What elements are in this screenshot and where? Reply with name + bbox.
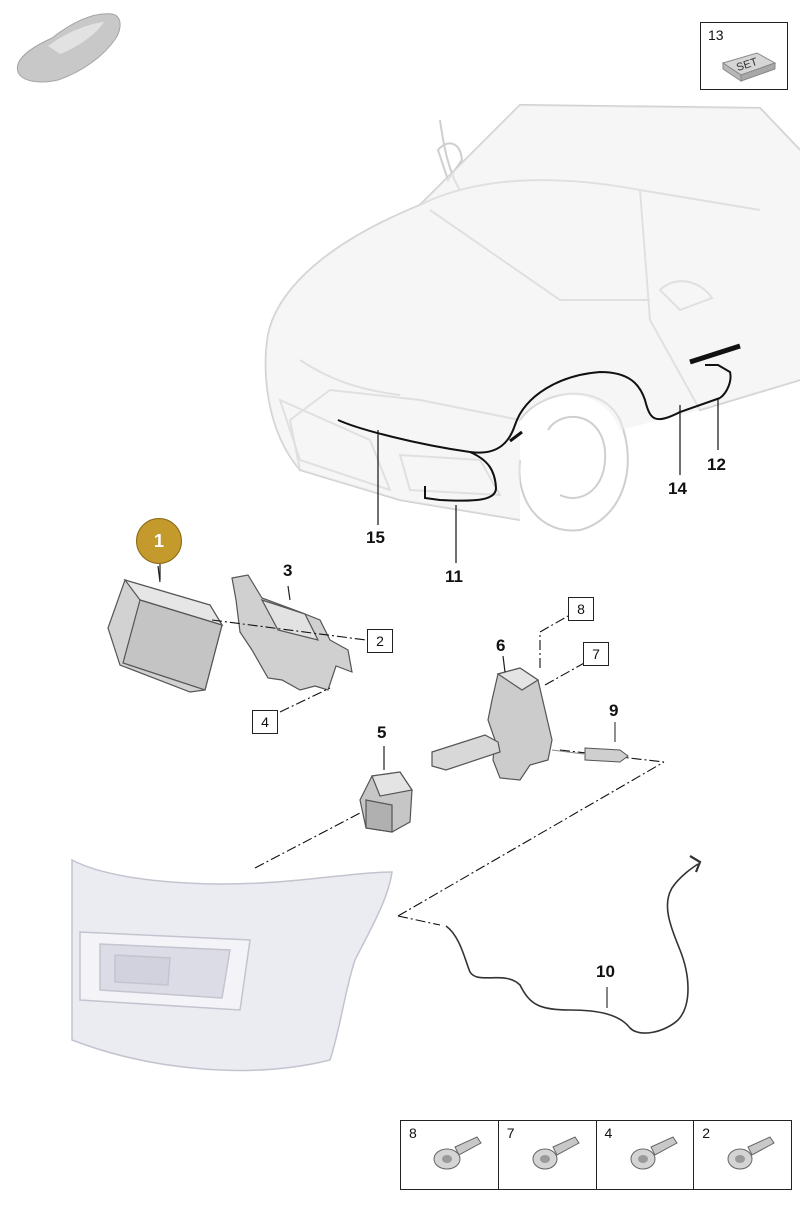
callout-12[interactable]: 12 — [707, 455, 726, 474]
hardware-cell[interactable]: 4 — [597, 1121, 695, 1189]
callout-5[interactable]: 5 — [377, 723, 387, 742]
screw-icon — [630, 1136, 678, 1170]
callout-9[interactable]: 9 — [609, 701, 619, 720]
callout-11[interactable]: 11 — [445, 567, 463, 586]
screw-icon — [727, 1136, 775, 1170]
callout-box-2[interactable]: 2 — [367, 629, 393, 653]
callout-14[interactable]: 14 — [668, 479, 687, 498]
callout-10[interactable]: 10 — [596, 962, 615, 981]
hardware-number: 2 — [702, 1125, 711, 1141]
screw-icon — [532, 1136, 580, 1170]
hardware-number: 8 — [409, 1125, 417, 1141]
callout-1-badge[interactable]: 1 — [136, 518, 182, 564]
callout-15[interactable]: 15 — [366, 528, 385, 547]
sensor-holder-part — [431, 655, 553, 781]
hardware-cell[interactable]: 8 — [401, 1121, 499, 1189]
vehicle-fill — [265, 105, 800, 520]
hardware-number: 7 — [506, 1125, 515, 1141]
sensor-pin-part — [551, 722, 629, 763]
vehicle-leader-lines — [377, 398, 719, 563]
vehicle-harness — [337, 343, 741, 502]
callout-box-8-label: 8 — [577, 601, 585, 617]
callout-box-8[interactable]: 8 — [568, 597, 594, 621]
control-unit-part — [107, 565, 224, 693]
vehicle-silhouette-icon — [16, 13, 121, 83]
front-bumper-part — [71, 858, 393, 1072]
wiring-harness-part — [445, 855, 702, 1034]
callout-box-7-label: 7 — [592, 646, 600, 662]
callout-3[interactable]: 3 — [283, 561, 293, 580]
hardware-cell[interactable]: 7 — [499, 1121, 597, 1189]
radar-sensor-part — [359, 746, 414, 833]
dash-leader-lines — [211, 615, 665, 926]
callout-box-2-label: 2 — [376, 633, 384, 649]
bracket-part — [231, 574, 353, 691]
callout-box-7[interactable]: 7 — [583, 642, 609, 666]
screw-icon — [433, 1136, 482, 1170]
callout-box-4-label: 4 — [261, 714, 269, 730]
hardware-cell[interactable]: 2 — [694, 1121, 791, 1189]
hardware-number: 4 — [604, 1125, 613, 1141]
set-item-number: 13 — [708, 27, 724, 43]
hardware-table: 8 7 4 2 — [400, 1120, 792, 1190]
callout-box-4[interactable]: 4 — [252, 710, 278, 734]
callout-6[interactable]: 6 — [496, 636, 506, 655]
set-package-icon: SET — [721, 52, 777, 82]
set-item-box[interactable]: 13 SET — [700, 22, 788, 90]
callout-1-label: 1 — [153, 530, 164, 551]
